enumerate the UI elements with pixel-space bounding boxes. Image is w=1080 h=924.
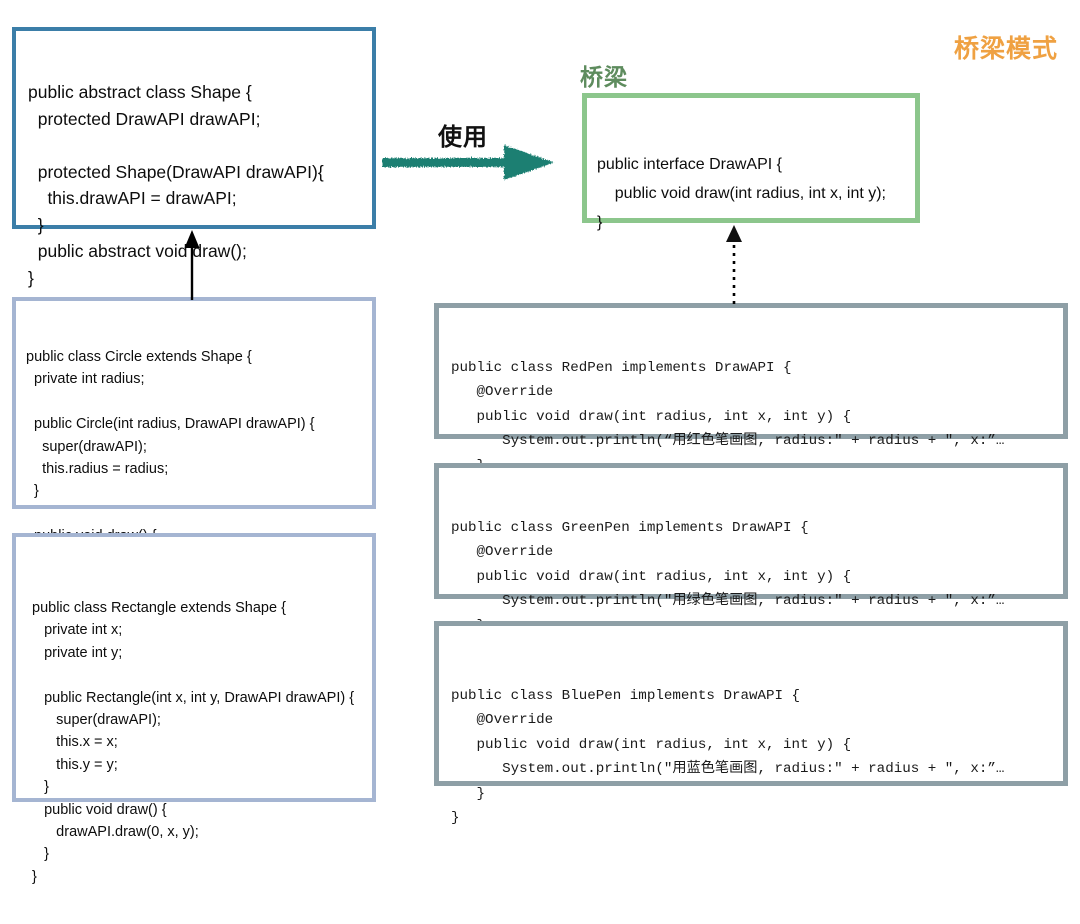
- class-box-bluepen-code: public class BluePen implements DrawAPI …: [451, 688, 1005, 827]
- class-box-rectangle-code: public class Rectangle extends Shape { p…: [32, 600, 355, 885]
- class-box-bluepen: public class BluePen implements DrawAPI …: [434, 621, 1068, 826]
- class-box-circle: public class Circle extends Shape { priv…: [12, 297, 376, 611]
- interface-box-drawapi-code: public interface DrawAPI { public void d…: [597, 156, 886, 231]
- class-box-redpen-code: public class RedPen implements DrawAPI {…: [451, 360, 1005, 498]
- class-box-redpen: public class RedPen implements DrawAPI {…: [434, 303, 1068, 498]
- inheritance-arrow-circle-to-shape: [184, 230, 200, 300]
- class-box-shape: public abstract class Shape { protected …: [12, 27, 376, 288]
- class-box-shape-code: public abstract class Shape { protected …: [28, 82, 324, 288]
- diagram-canvas: 桥梁模式 桥梁 使用 public abstract class Shape {…: [12, 27, 1068, 885]
- class-box-rectangle: public class Rectangle extends Shape { p…: [12, 533, 376, 885]
- class-box-greenpen: public class GreenPen implements DrawAPI…: [434, 463, 1068, 658]
- class-box-greenpen-code: public class GreenPen implements DrawAPI…: [451, 520, 1005, 658]
- realization-arrow-redpen-to-drawapi: [726, 225, 742, 304]
- interface-box-drawapi: public interface DrawAPI { public void d…: [582, 93, 920, 231]
- page-title: 桥梁模式: [953, 35, 1058, 63]
- bridge-label: 桥梁: [580, 64, 628, 90]
- uses-arrow-shape-to-drawapi: [382, 145, 554, 180]
- uses-arrow-label: 使用: [438, 124, 488, 151]
